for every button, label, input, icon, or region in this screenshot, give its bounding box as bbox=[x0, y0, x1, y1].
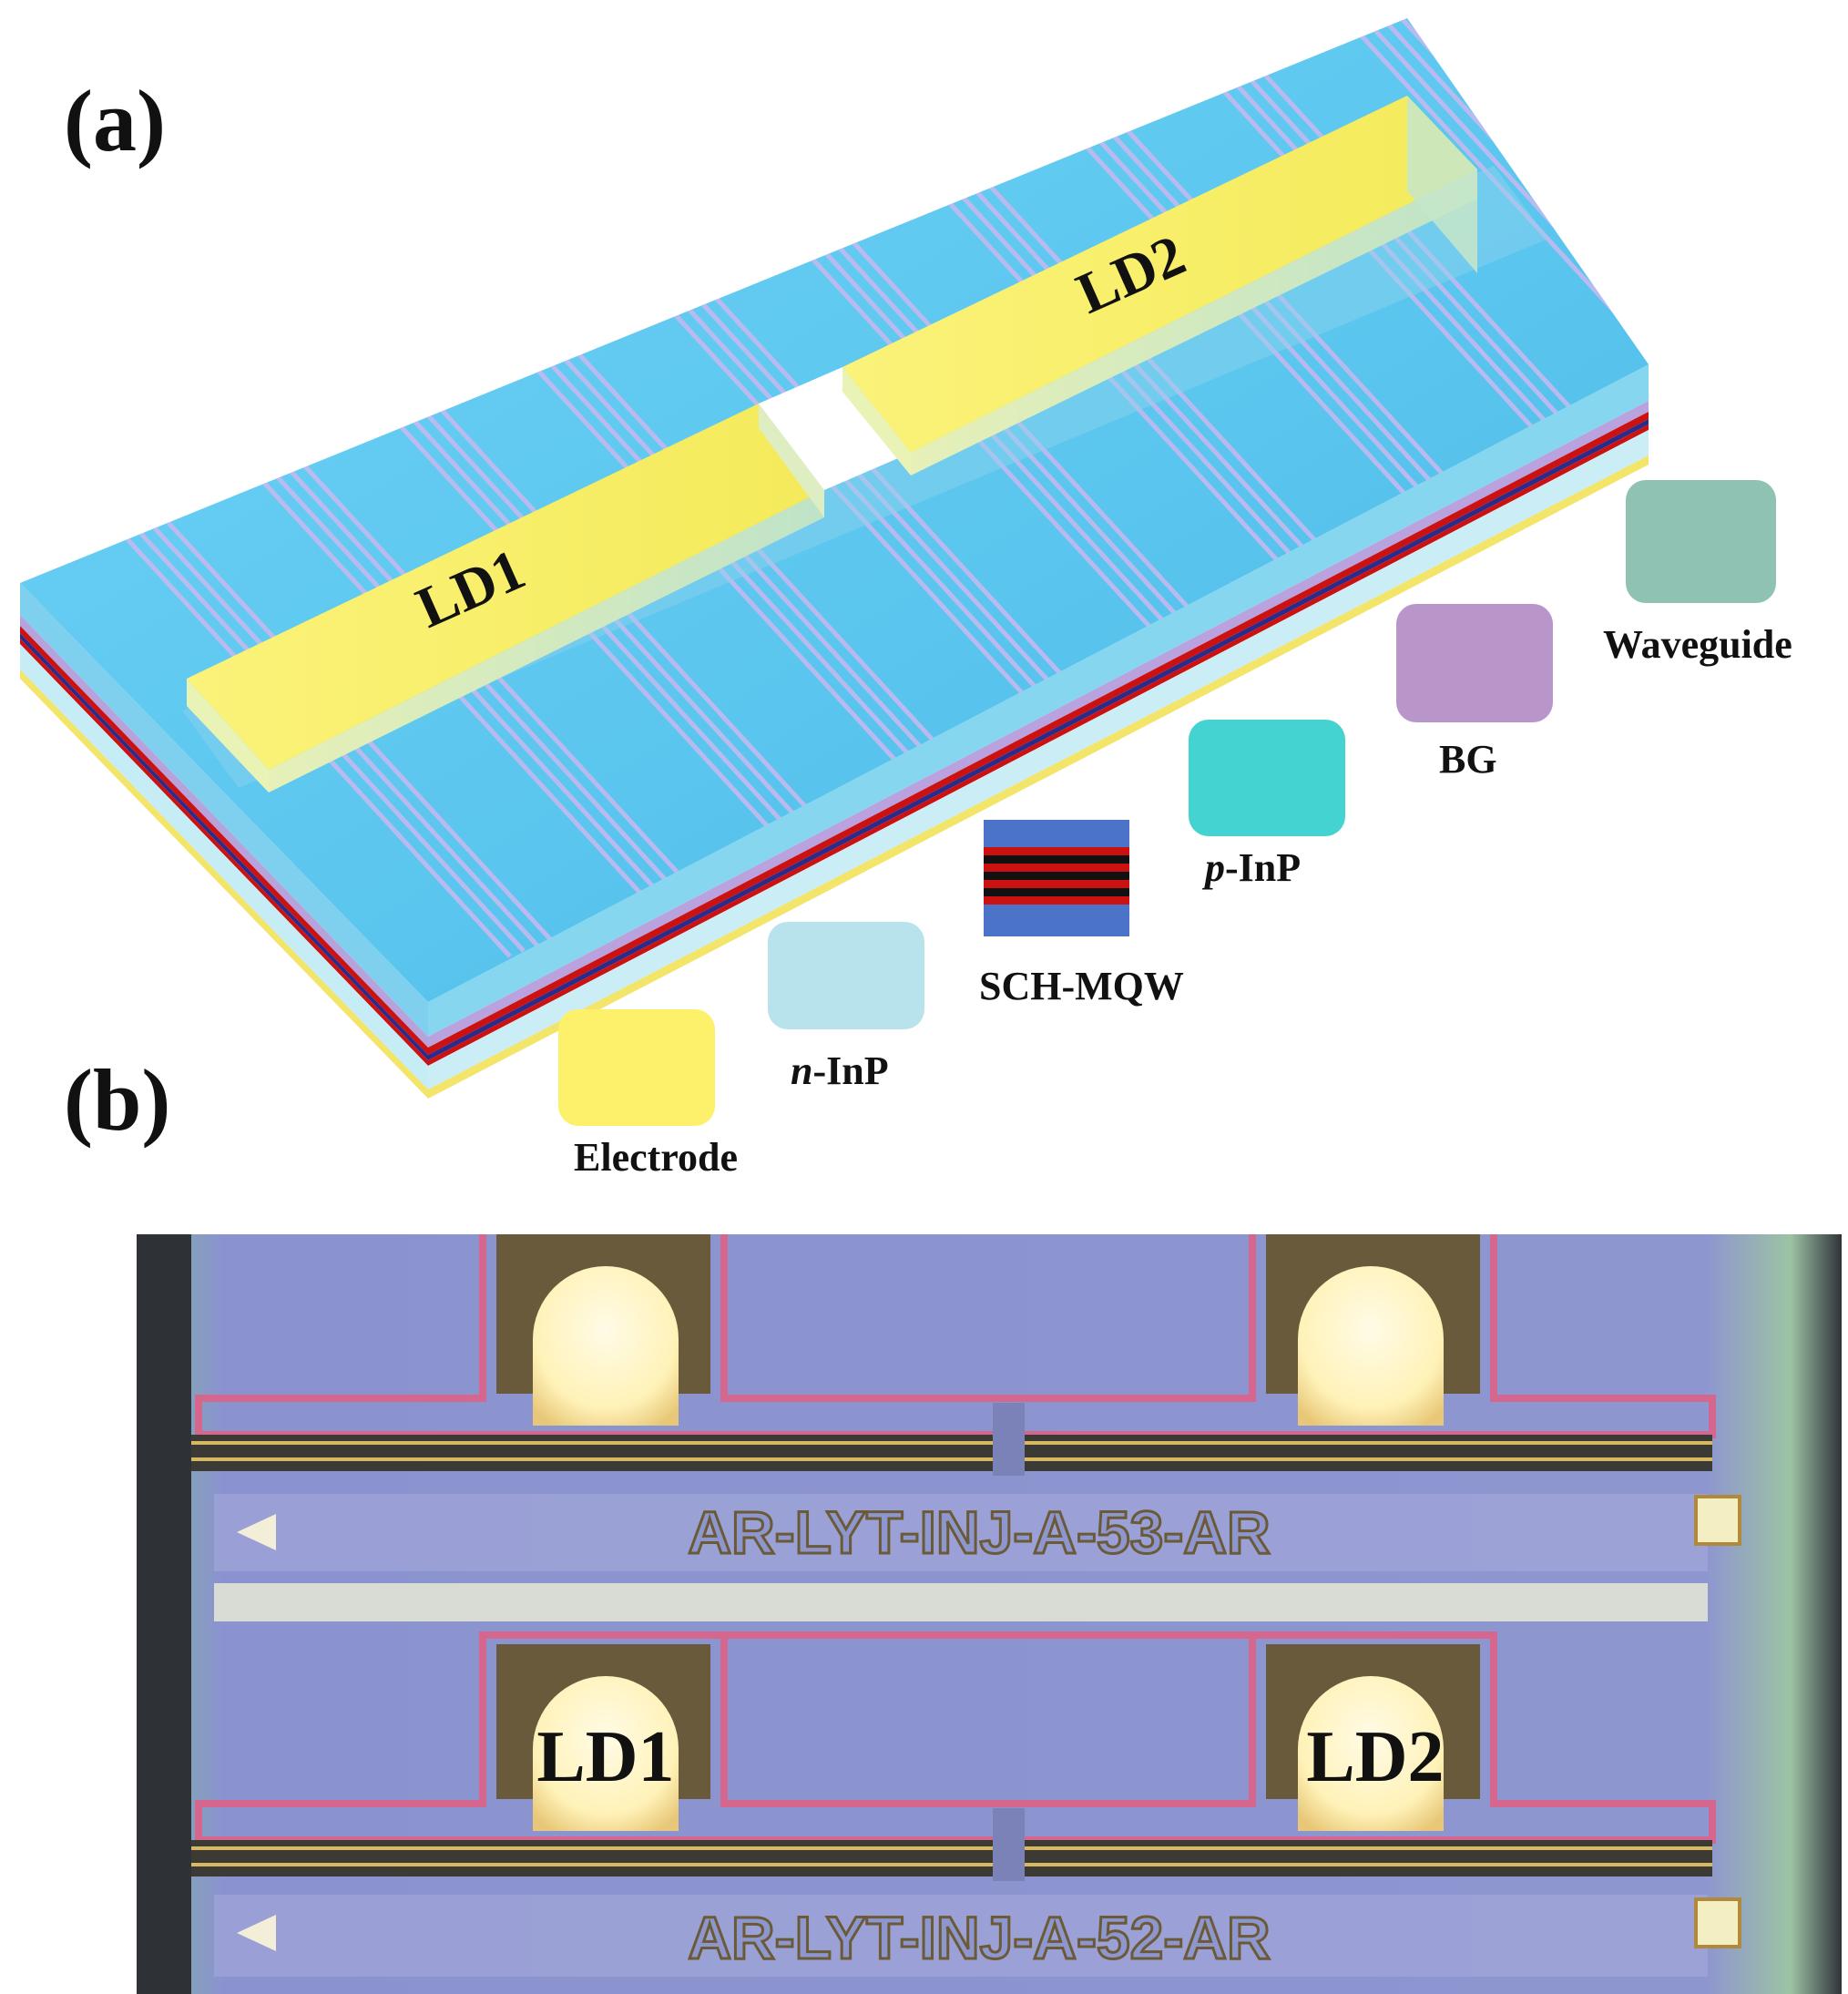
side-bg-layer bbox=[20, 615, 428, 1048]
legend-swatch-bg bbox=[1396, 604, 1553, 722]
legend-swatch-ninp bbox=[768, 922, 924, 1029]
alignment-mark-top bbox=[1694, 1495, 1741, 1546]
side-qw-dark bbox=[20, 633, 428, 1060]
panel-a-label: (a) bbox=[64, 72, 166, 169]
legend-label-pinp: p-InP bbox=[1201, 845, 1301, 890]
alignment-mark-bottom bbox=[1694, 1897, 1741, 1948]
device-separator bbox=[214, 1583, 1708, 1621]
device-id-bottom: AR-LYT-INJ-A-52-AR bbox=[688, 1904, 1270, 1971]
ld2-electrode-block bbox=[842, 96, 1477, 475]
layer-legend: Waveguide BG p-InP SCH-MQW n-InP Electro… bbox=[558, 480, 1792, 1180]
side-ninp-layer bbox=[20, 644, 428, 1089]
legend-label-electrode: Electrode bbox=[574, 1135, 738, 1180]
side-bottom-electrode bbox=[20, 670, 428, 1099]
chip-micrograph: AR-LYT-INJ-A-53-AR AR-LYT-INJ-A-52-AR LD… bbox=[137, 1234, 1842, 1994]
right-side-top bbox=[428, 364, 1649, 1037]
right-side-qw-red-2 bbox=[428, 424, 1649, 1066]
legend-swatch-electrode bbox=[558, 1009, 715, 1126]
legend-label-waveguide: Waveguide bbox=[1603, 622, 1792, 667]
legend-swatch-waveguide bbox=[1626, 480, 1776, 603]
legend-swatch-schmqw bbox=[984, 820, 1129, 936]
ld1-label-chip: LD1 bbox=[536, 1717, 674, 1797]
bond-pad-ld1-bottom bbox=[533, 1676, 679, 1831]
device-top: AR-LYT-INJ-A-53-AR bbox=[191, 1234, 1741, 1571]
bond-pad-ld2-top bbox=[1298, 1266, 1444, 1426]
panel-b-label: (b) bbox=[64, 1051, 170, 1149]
chip-left-edge bbox=[137, 1234, 191, 1994]
device-id-top: AR-LYT-INJ-A-53-AR bbox=[688, 1498, 1270, 1566]
ld1-electrode-block bbox=[187, 404, 824, 792]
side-qw-red bbox=[20, 626, 428, 1055]
right-side-ninp bbox=[428, 430, 1649, 1089]
side-qw-red-2 bbox=[20, 639, 428, 1066]
ld2-label-chip: LD2 bbox=[1306, 1717, 1444, 1797]
device-3d-schematic: LD1 LD2 bbox=[20, 18, 1649, 1099]
right-side-qw-dark bbox=[428, 419, 1649, 1060]
legend-label-bg: BG bbox=[1439, 737, 1497, 782]
bond-pad-ld1-top bbox=[533, 1266, 679, 1426]
direction-arrow-bottom bbox=[237, 1915, 276, 1951]
legend-label-ninp: n-InP bbox=[791, 1048, 889, 1093]
right-side-electrode bbox=[428, 455, 1649, 1099]
device-bottom: AR-LYT-INJ-A-52-AR LD1 LD2 bbox=[191, 1631, 1741, 1977]
side-top-layer bbox=[20, 583, 428, 1037]
bond-pad-ld2-bottom bbox=[1298, 1676, 1444, 1831]
legend-swatch-pinp bbox=[1189, 720, 1345, 836]
right-side-bg bbox=[428, 401, 1649, 1048]
right-side-qw-red bbox=[428, 412, 1649, 1055]
legend-label-schmqw: SCH-MQW bbox=[979, 964, 1184, 1008]
direction-arrow-top bbox=[237, 1514, 276, 1550]
electrode-gap bbox=[759, 367, 911, 490]
